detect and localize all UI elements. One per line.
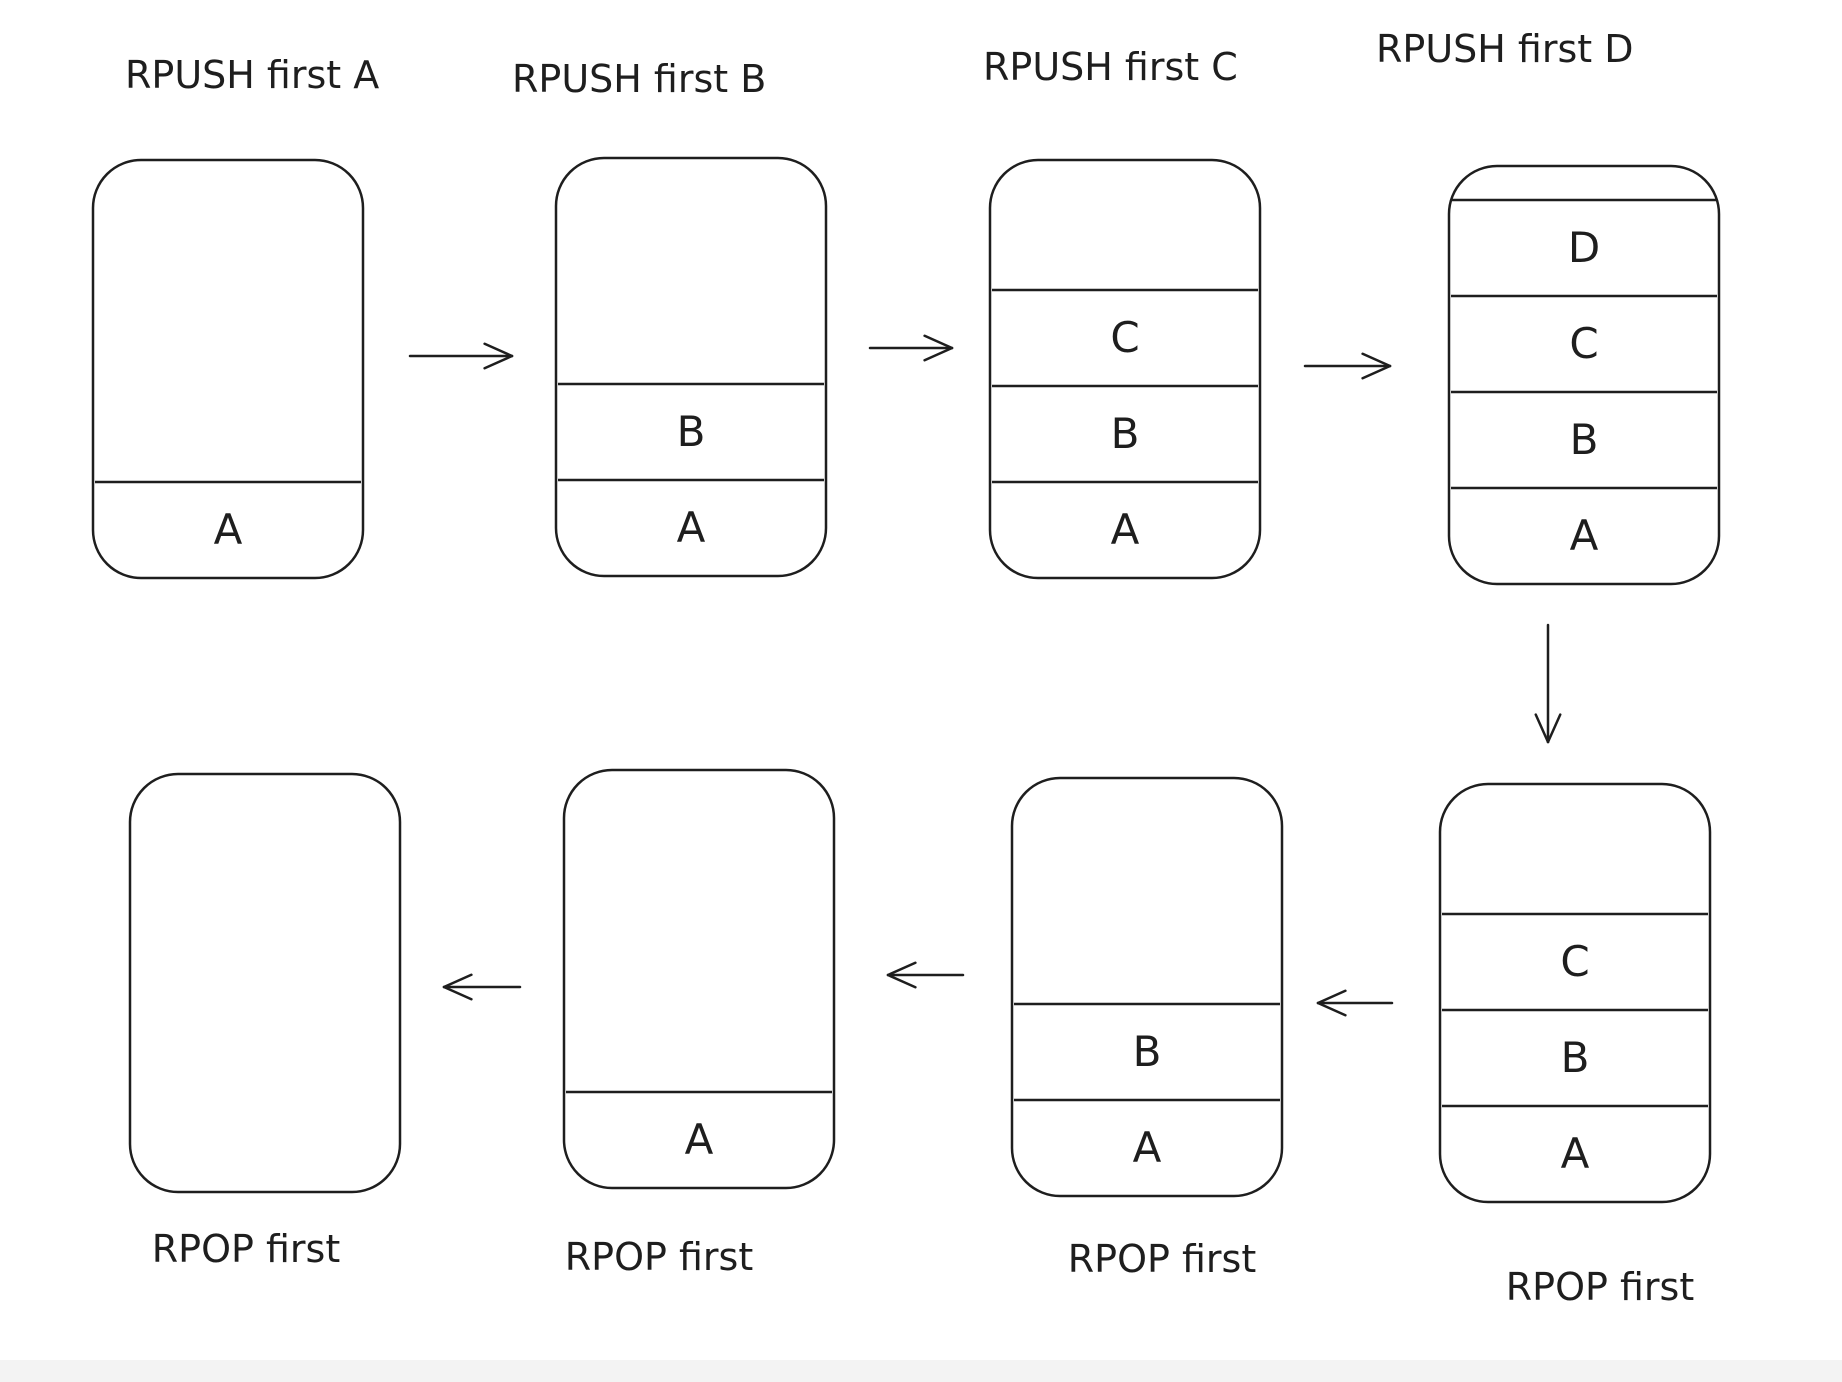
list-box: [128, 772, 402, 1194]
list-box: [554, 156, 828, 578]
step-caption: RPOP first: [152, 1227, 340, 1271]
list-box: [91, 158, 365, 580]
list-element: B: [1570, 415, 1599, 464]
list-element: B: [1133, 1027, 1162, 1076]
list-element: A: [214, 505, 243, 554]
list-element: C: [1560, 937, 1589, 986]
transition-arrow: [868, 334, 954, 362]
list-element: B: [677, 407, 706, 456]
list-box: [1010, 776, 1284, 1198]
bottom-bar: [0, 1360, 1842, 1382]
list-element: A: [685, 1115, 714, 1164]
step-caption: RPUSH first D: [1376, 27, 1634, 71]
step-caption: RPOP first: [1068, 1237, 1256, 1281]
step-caption: RPUSH first B: [512, 57, 766, 101]
list-state-1: RPUSH first A A: [91, 53, 379, 580]
list-state-6: RPOP first AB: [1010, 776, 1284, 1281]
list-element: A: [677, 503, 706, 552]
list-element: D: [1568, 223, 1600, 272]
transition-arrow: [886, 961, 965, 989]
list-element: B: [1561, 1033, 1590, 1082]
step-caption: RPOP first: [565, 1235, 753, 1279]
list-element: C: [1569, 319, 1598, 368]
transition-arrow: [1534, 623, 1562, 744]
list-element: A: [1561, 1129, 1590, 1178]
transition-arrow: [442, 973, 522, 1001]
list-element: A: [1570, 511, 1599, 560]
transition-arrow: [1303, 352, 1392, 380]
list-element: C: [1110, 313, 1139, 362]
list-state-7: RPOP first A: [562, 768, 836, 1279]
transition-arrow: [408, 342, 514, 370]
list-element: A: [1133, 1123, 1162, 1172]
list-box: [1438, 782, 1712, 1204]
list-box: [562, 768, 836, 1190]
step-caption: RPUSH first A: [125, 53, 379, 97]
list-box: [1447, 164, 1721, 586]
transition-arrow: [1316, 989, 1394, 1017]
list-element: B: [1111, 409, 1140, 458]
list-element: A: [1111, 505, 1140, 554]
list-state-8: RPOP first: [128, 772, 402, 1271]
list-state-2: RPUSH first B AB: [512, 57, 828, 578]
list-state-3: RPUSH first C ABC: [983, 45, 1262, 580]
step-caption: RPOP first: [1506, 1265, 1694, 1309]
list-box: [988, 158, 1262, 580]
list-state-5: RPOP first ABC: [1438, 782, 1712, 1309]
step-caption: RPUSH first C: [983, 45, 1238, 89]
